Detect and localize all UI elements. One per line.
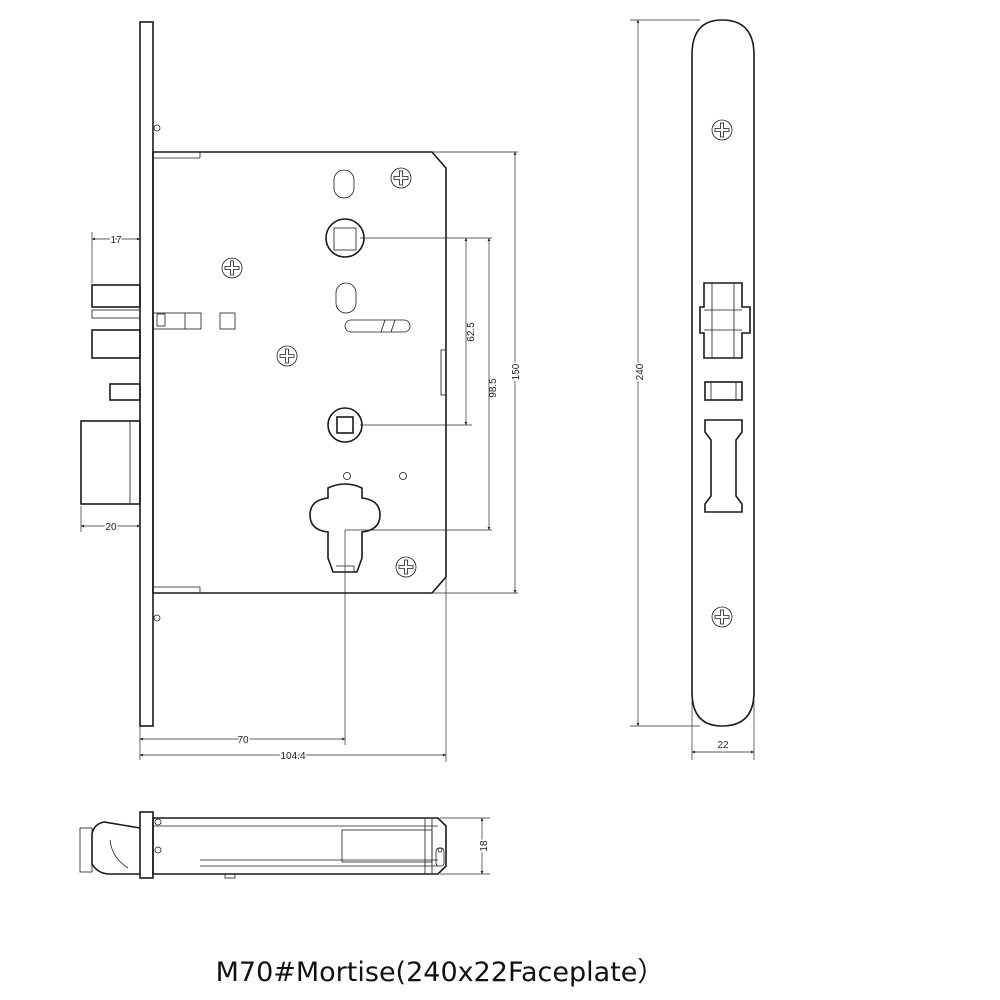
body-screw-4 [395, 556, 417, 578]
top-view-faceplate [139, 811, 154, 879]
body-screw-1 [390, 167, 412, 189]
dim-240: 240 [635, 363, 646, 380]
faceplate-outline [691, 19, 755, 727]
lock-top-view [79, 811, 447, 879]
guide-slot [344, 319, 411, 333]
latch-opening [699, 282, 751, 359]
faceplate-side [139, 21, 154, 727]
body-screw-2 [221, 257, 243, 279]
front-view-dimensions: 17 20 62.5 98.5 150 70 104.4 [80, 151, 524, 764]
dim-18: 18 [479, 840, 490, 852]
dim-70: 70 [237, 735, 249, 746]
dim-104-4: 104.4 [280, 751, 305, 762]
deadbolt [80, 420, 141, 505]
latch-upper [91, 284, 141, 308]
dim-20: 20 [105, 522, 117, 533]
faceplate-screw-lower [711, 606, 733, 628]
deadbolt-opening [704, 419, 743, 513]
diagram-caption: M70#Mortise(240x22Faceplate） [215, 957, 665, 988]
trigger-opening [704, 381, 743, 401]
dim-17: 17 [110, 235, 122, 246]
dim-98-5: 98.5 [488, 378, 499, 398]
handle-spindle-hub [327, 407, 363, 443]
latch-lower [91, 329, 141, 359]
top-view-body [152, 817, 447, 875]
top-slot [333, 169, 355, 199]
faceplate-dimensions: 240 22 [630, 19, 755, 760]
dim-62-5: 62.5 [466, 322, 477, 342]
faceplate-screw-bottom [153, 614, 161, 622]
middle-slot [335, 282, 357, 314]
top-view-dimensions: 18 [440, 817, 492, 875]
faceplate-screw-upper [711, 119, 733, 141]
faceplate-screw-top [153, 124, 161, 132]
top-view-latch [91, 821, 141, 875]
thumb-turn-hub [325, 218, 365, 258]
dim-150: 150 [511, 363, 522, 380]
body-screw-3 [276, 345, 298, 367]
lock-front-view [80, 21, 447, 727]
dim-22: 22 [717, 740, 729, 751]
lock-case [152, 151, 447, 594]
cylinder-cutout [309, 483, 381, 573]
faceplate-view [691, 19, 755, 727]
